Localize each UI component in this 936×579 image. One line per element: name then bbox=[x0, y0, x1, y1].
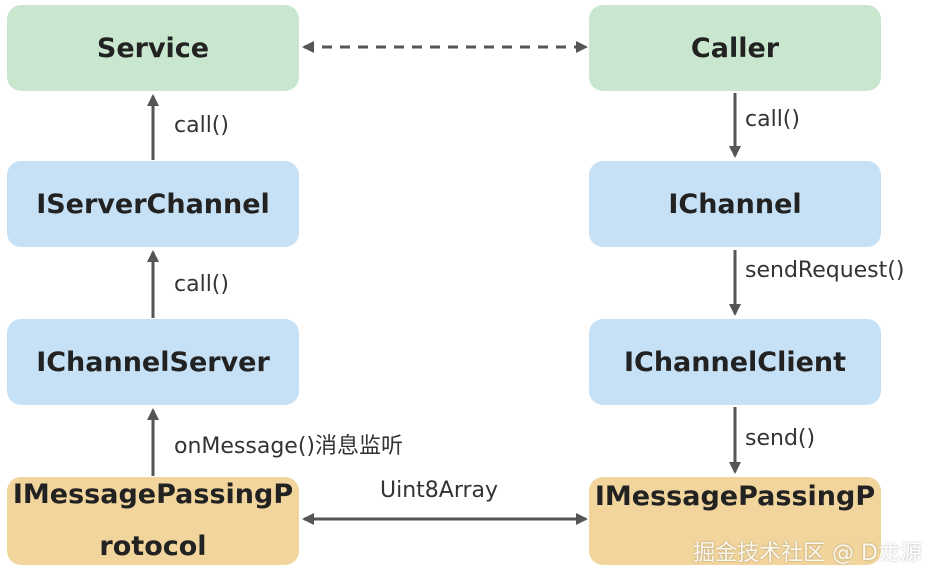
caller-node: Caller bbox=[589, 5, 881, 91]
imessagepassingprotocol-left-node: IMessagePassingP rotocol bbox=[7, 477, 299, 565]
iserverchannel-node-label: IServerChannel bbox=[36, 188, 270, 220]
sendrequest-label: sendRequest() bbox=[745, 258, 905, 283]
onmessage-label: onMessage()消息监听 bbox=[174, 434, 403, 459]
left-call-label-1: call() bbox=[174, 113, 229, 138]
left-call-label-2: call() bbox=[174, 272, 229, 297]
iserverchannel-node: IServerChannel bbox=[7, 161, 299, 247]
watermark: 掘金技术社区 @ D龙源 bbox=[693, 541, 922, 566]
send-label: send() bbox=[745, 426, 816, 451]
ichannelserver-node-label: IChannelServer bbox=[36, 346, 270, 378]
caller-node-label: Caller bbox=[690, 32, 780, 64]
imp-right-label: IMessagePassingP bbox=[594, 481, 876, 512]
service-node: Service bbox=[7, 5, 299, 91]
ichannel-node-label: IChannel bbox=[668, 188, 802, 220]
ichannelserver-node: IChannelServer bbox=[7, 319, 299, 405]
right-call-label: call() bbox=[745, 107, 800, 132]
ichannelclient-node-label: IChannelClient bbox=[623, 346, 847, 378]
ichannelclient-node: IChannelClient bbox=[589, 319, 881, 405]
imp-left-line2: rotocol bbox=[99, 531, 207, 562]
service-node-label: Service bbox=[96, 32, 210, 64]
imessagepassingprotocol-right-node: IMessagePassingP bbox=[589, 477, 881, 565]
ichannel-node: IChannel bbox=[589, 161, 881, 247]
imp-left-line1: IMessagePassingP bbox=[12, 479, 294, 510]
uint8array-label: Uint8Array bbox=[380, 478, 499, 503]
